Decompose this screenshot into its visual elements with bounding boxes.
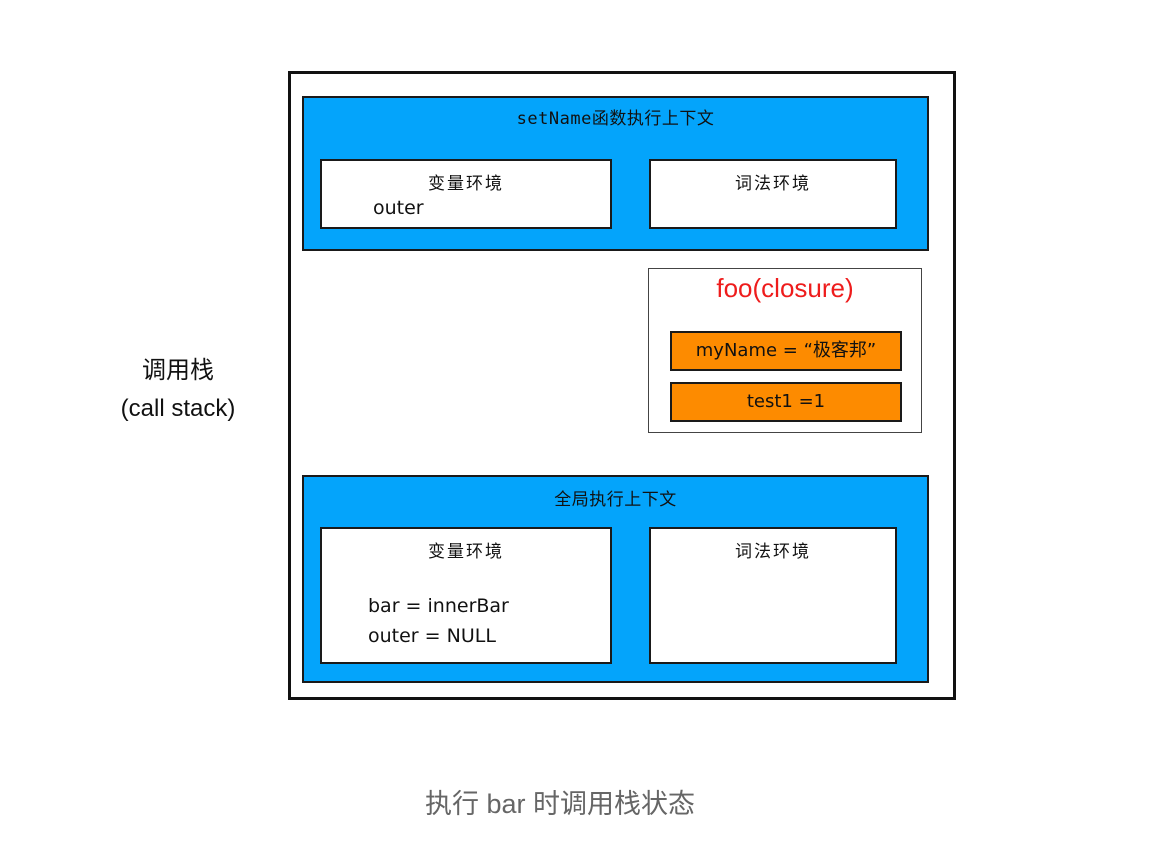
setname-context-title: setName函数执行上下文 [516, 109, 715, 129]
closure-item: myName = “极客邦” [670, 331, 902, 371]
setname-execution-context: setName函数执行上下文 变量环境 outer 词法环境 [302, 96, 929, 251]
foo-closure: foo(closure) myName = “极客邦” test1 =1 [648, 268, 922, 433]
setname-lexical-env-title: 词法环境 [735, 174, 811, 194]
call-stack-label: 调用栈 (call stack) [88, 352, 268, 428]
setname-lexical-env: 词法环境 [649, 159, 897, 229]
setname-variable-entry: outer [373, 197, 424, 219]
call-stack-label-cn: 调用栈 [142, 357, 214, 384]
call-stack-label-en: (call stack) [120, 395, 236, 422]
global-lexical-env-title: 词法环境 [735, 542, 811, 562]
setname-variable-env-title: 变量环境 [428, 174, 504, 194]
closure-title: foo(closure) [716, 273, 854, 303]
global-variable-env-title: 变量环境 [428, 542, 504, 562]
global-variable-env: 变量环境 bar = innerBar outer = NULL [320, 527, 612, 664]
global-context-title: 全局执行上下文 [554, 490, 677, 510]
global-execution-context: 全局执行上下文 变量环境 bar = innerBar outer = NULL… [302, 475, 929, 683]
global-variable-entry: outer = NULL [368, 625, 496, 647]
global-variable-entry: bar = innerBar [368, 595, 509, 617]
setname-variable-env: 变量环境 outer [320, 159, 612, 229]
global-lexical-env: 词法环境 [649, 527, 897, 664]
closure-item: test1 =1 [670, 382, 902, 422]
figure-caption: 执行 bar 时调用栈状态 [424, 789, 696, 819]
